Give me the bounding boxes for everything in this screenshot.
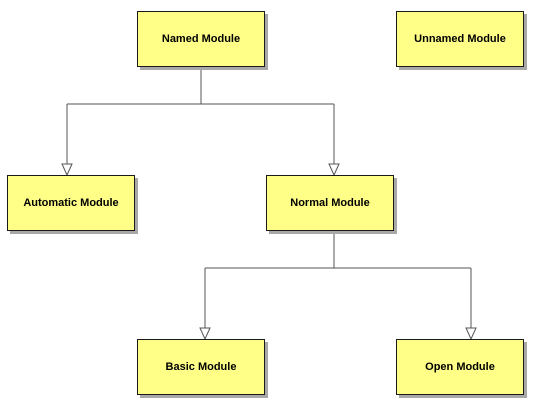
node-label-named-module: Named Module bbox=[161, 33, 241, 45]
node-label-automatic-module: Automatic Module bbox=[23, 197, 119, 209]
node-label-unnamed-module: Unnamed Module bbox=[414, 33, 506, 45]
generalization-arrow-normal bbox=[328, 163, 340, 177]
node-normal-module[interactable]: Normal Module bbox=[266, 175, 394, 231]
generalization-arrow-basic bbox=[199, 327, 211, 341]
node-label-basic-module: Basic Module bbox=[165, 361, 237, 373]
node-named-module[interactable]: Named Module bbox=[137, 11, 265, 67]
node-automatic-module[interactable]: Automatic Module bbox=[7, 175, 135, 231]
node-label-normal-module: Normal Module bbox=[290, 197, 370, 209]
node-unnamed-module[interactable]: Unnamed Module bbox=[396, 11, 524, 67]
node-open-module[interactable]: Open Module bbox=[396, 339, 524, 395]
generalization-arrow-automatic bbox=[61, 163, 73, 177]
node-basic-module[interactable]: Basic Module bbox=[137, 339, 265, 395]
node-label-open-module: Open Module bbox=[425, 361, 495, 373]
generalization-arrow-open bbox=[465, 327, 477, 341]
